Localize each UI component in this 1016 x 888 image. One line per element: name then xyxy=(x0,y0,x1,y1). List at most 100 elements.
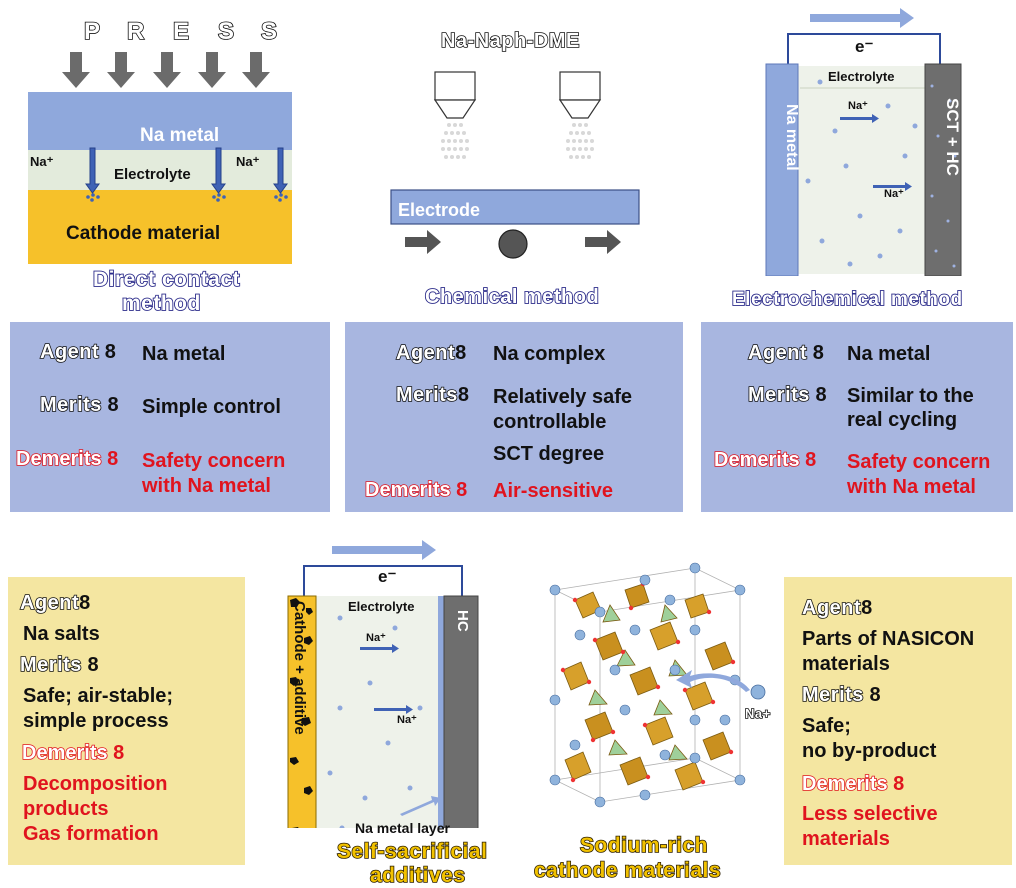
direct-contact-title-line1: Direct contact xyxy=(92,267,241,292)
press-arrow-icon xyxy=(198,52,226,88)
press-arrows xyxy=(62,52,270,88)
electrolyte-region xyxy=(798,66,928,274)
merits-value-line1: Similar to the xyxy=(847,385,974,407)
merits-value-line2: no by-product xyxy=(802,740,937,762)
conveyor-arrow-icon xyxy=(585,230,621,254)
spray-droplets xyxy=(441,123,594,159)
sodium-atoms xyxy=(549,562,746,808)
chemical-method-graphic xyxy=(390,71,640,259)
sct-hc-electrode xyxy=(924,63,962,276)
agent-label: Agent xyxy=(395,341,456,365)
agent-row: Agent 8 xyxy=(39,340,116,364)
cathode-layer xyxy=(28,190,292,264)
demerits-value-line1: Safety concern xyxy=(142,450,286,472)
hc-particles xyxy=(930,84,957,268)
pointer-arrow-icon xyxy=(400,796,441,816)
demerits-label: Demerits xyxy=(21,741,108,765)
external-circuit-wire xyxy=(787,33,941,66)
demerits-label: Demerits xyxy=(364,478,451,502)
colon: 8 xyxy=(99,341,116,363)
direct-contact-diagram: P R E S S Na metal Electrolyte Na⁺ Na⁺ C… xyxy=(28,14,294,264)
roller xyxy=(498,229,528,259)
colon: 8 xyxy=(887,773,905,795)
press-arrow-icon xyxy=(242,52,270,88)
electron-flow-arrow-icon xyxy=(810,8,914,28)
additives-panel: Agent8 Na salts Merits 8 Safe; air-stabl… xyxy=(8,577,245,865)
merits-row: Merits8 xyxy=(395,383,470,407)
press-arrow-icon xyxy=(62,52,90,88)
direct-contact-graphic xyxy=(28,52,292,264)
merits-value-line2: real cycling xyxy=(847,409,958,431)
colon: 8 xyxy=(457,384,470,406)
merits-row: Merits 8 xyxy=(801,683,880,707)
press-arrow-icon xyxy=(153,52,181,88)
electron-label: e⁻ xyxy=(855,37,874,56)
sodium-rich-title-line2: cathode materials xyxy=(533,858,722,883)
electron-flow-arrow-icon xyxy=(332,540,436,560)
hc-electrode xyxy=(443,595,479,828)
demerits-value-line3: Gas formation xyxy=(23,823,159,845)
ion-arrow-icon xyxy=(840,114,879,123)
agent-row: Agent 8 xyxy=(747,341,824,365)
agent-row: Agent8 xyxy=(395,341,466,365)
agent-row: Agent8 xyxy=(19,591,91,615)
merits-value-line2: controllable xyxy=(493,411,607,433)
electrochemical-panel: Agent 8 Na metal Merits 8 Similar to the… xyxy=(701,322,1013,512)
demerits-label: Demerits xyxy=(801,772,888,796)
electrolyte-layer xyxy=(28,150,292,190)
electrochemical-cell-graphic xyxy=(765,8,962,276)
reagent-label: Na-Naph-DME xyxy=(440,29,580,53)
spray-nozzle-right xyxy=(558,71,602,119)
na-ion-label-2: Na⁺ xyxy=(397,714,417,726)
na-ion-label-1: Na⁺ xyxy=(366,632,386,644)
demerits-row: Demerits 8 xyxy=(713,448,817,472)
merits-label: Merits xyxy=(801,683,864,707)
merits-label: Merits xyxy=(747,383,810,407)
press-letter-s1: S xyxy=(217,17,235,46)
polyhedra xyxy=(562,583,734,791)
press-letter-r: R xyxy=(126,17,145,46)
demerits-value-line2: with Na metal xyxy=(142,475,271,497)
merits-value: Simple control xyxy=(142,396,281,418)
merits-value-line3: SCT degree xyxy=(493,443,605,465)
na-metal-layer xyxy=(28,92,292,150)
agent-value: Na metal xyxy=(847,343,931,365)
spray-nozzle-left xyxy=(433,71,477,119)
agent-row: Agent8 xyxy=(801,596,872,620)
conveyor-arrow-icon xyxy=(405,230,441,254)
merits-value-line2: simple process xyxy=(23,710,169,732)
additive-particles xyxy=(290,598,313,828)
colon: 8 xyxy=(799,449,817,471)
sodium-rich-title-line1: Sodium-rich xyxy=(579,833,709,858)
electrochemical-method-title: Electrochemical method xyxy=(731,288,963,311)
ion-arrow-icon xyxy=(360,644,399,653)
colon: 8 xyxy=(807,342,824,364)
chemical-panel: Agent8 Na complex Merits8 Relatively saf… xyxy=(345,322,683,512)
press-arrow-icon xyxy=(107,52,135,88)
electrode-label: Electrode xyxy=(398,200,481,220)
demerits-row: Demerits 8 xyxy=(21,741,124,765)
agent-value: Na complex xyxy=(493,343,606,365)
direct-contact-panel: Agent 8 Na metal Merits 8 Simple control… xyxy=(10,322,330,512)
colon: 8 xyxy=(450,479,468,501)
ion-arrow-icon xyxy=(873,182,912,191)
ion-arrow-icon xyxy=(374,705,413,714)
sodium-rich-panel: Agent8 Parts of NASICON materials Merits… xyxy=(784,577,1012,865)
colon: 8 xyxy=(101,394,119,416)
agent-label: Agent xyxy=(801,596,862,620)
demerits-row: Demerits 8 xyxy=(364,478,468,502)
na-plus-label: Na+ xyxy=(744,705,771,722)
electrolyte-label: Electrolyte xyxy=(114,166,191,183)
press-letter-p: P xyxy=(83,17,101,46)
agent-label: Agent xyxy=(19,591,80,615)
colon: 8 xyxy=(81,654,99,676)
na-metal-electrode xyxy=(765,63,799,276)
na-ion-label-1: Na⁺ xyxy=(848,100,868,112)
cathode-additive-label: Cathode + additive xyxy=(291,601,308,735)
demerits-label: Demerits xyxy=(15,447,102,471)
demerits-row: Demerits 8 xyxy=(801,772,905,796)
colon: 8 xyxy=(79,592,91,614)
colon: 8 xyxy=(101,448,119,470)
na-insertion-arrow-graphic xyxy=(676,670,766,700)
na-ion-label-left: Na⁺ xyxy=(30,154,54,169)
